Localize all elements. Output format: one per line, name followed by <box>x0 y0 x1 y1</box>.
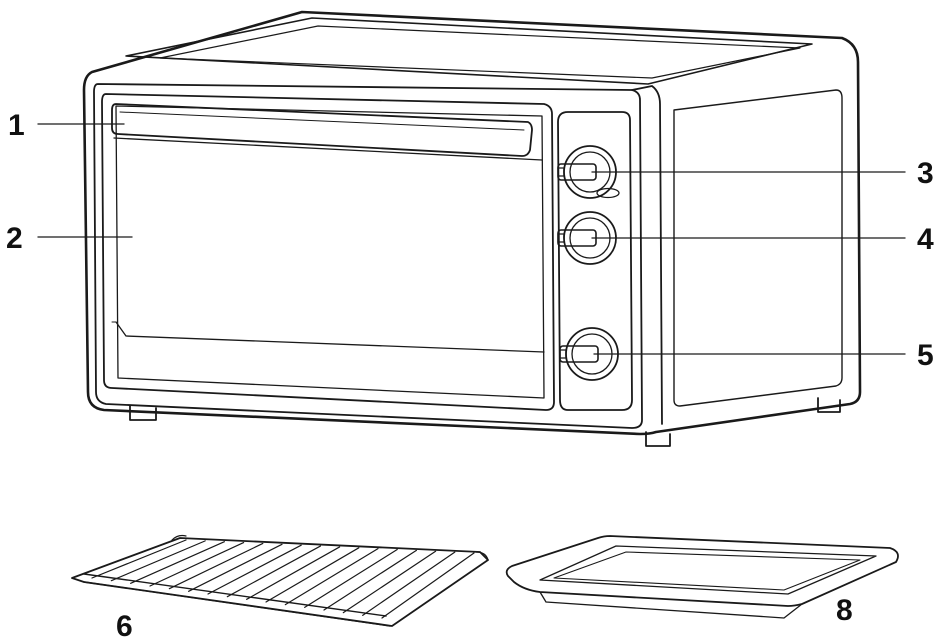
rack-bar <box>149 541 245 587</box>
rack-bar <box>130 541 225 584</box>
rack-bar <box>188 543 283 592</box>
rack-bar <box>91 539 187 579</box>
callout-4: 4 <box>917 223 934 256</box>
rack-bar <box>207 544 302 595</box>
callout-6: 6 <box>116 610 133 642</box>
callout-2: 2 <box>6 222 23 255</box>
glass-window <box>111 137 545 353</box>
rack-bar <box>284 548 379 606</box>
rack-bar <box>362 551 456 616</box>
rack-bar <box>110 540 206 582</box>
rack-bar <box>265 547 360 603</box>
rack-bar <box>168 542 264 590</box>
baking-tray <box>505 535 899 619</box>
rack-bar <box>323 549 417 611</box>
wire-rack <box>71 534 489 627</box>
rack-bar <box>246 546 341 600</box>
indicator-light <box>596 187 620 199</box>
control-panel <box>557 111 633 411</box>
rack-bar <box>381 552 475 619</box>
callout-8: 8 <box>836 594 853 627</box>
oven-door <box>101 93 555 411</box>
oven-body <box>82 10 862 447</box>
rack-bar <box>226 545 321 598</box>
door-handle <box>111 103 533 157</box>
rack-bar <box>342 550 437 614</box>
callout-5: 5 <box>917 339 934 372</box>
rack-bar <box>304 548 398 608</box>
callout-leaders <box>37 123 906 355</box>
callout-1: 1 <box>8 109 25 142</box>
callout-3: 3 <box>917 157 934 190</box>
